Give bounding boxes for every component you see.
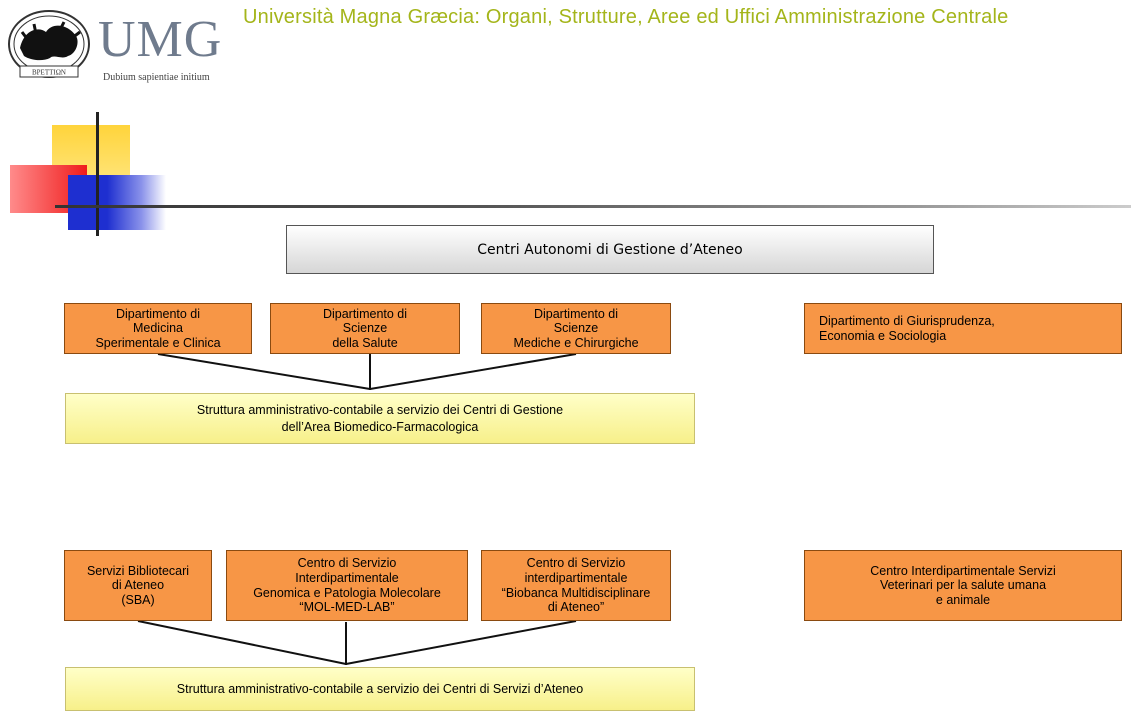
page-title: Università Magna Græcia: Organi, Struttu…: [243, 6, 1009, 28]
department-box: Dipartimento di Scienze Mediche e Chirur…: [481, 303, 671, 354]
service-center-label: Centro Interdipartimentale Servizi Veter…: [870, 563, 1056, 607]
connector-line: [345, 620, 577, 665]
service-center-box: Centro di Servizio interdipartimentale “…: [481, 550, 671, 621]
service-center-box: Centro di Servizio Interdipartimentale G…: [226, 550, 468, 621]
admin-structure-box-servizi: Struttura amministrativo-contabile a ser…: [65, 667, 695, 711]
decorative-horizontal-line: [55, 205, 1131, 208]
department-label: Dipartimento di Medicina Sperimentale e …: [95, 306, 221, 350]
service-center-label: Centro di Servizio interdipartimentale “…: [501, 556, 651, 615]
service-center-box-veterinari: Centro Interdipartimentale Servizi Veter…: [804, 550, 1122, 621]
decorative-blue-square: [68, 175, 166, 230]
connector-line: [157, 353, 371, 390]
service-center-box: Servizi Bibliotecari di Ateneo (SBA): [64, 550, 212, 621]
connector-line: [369, 353, 577, 390]
department-box: Dipartimento di Scienze della Salute: [270, 303, 460, 354]
admin-structure-label: Struttura amministrativo-contabile a ser…: [196, 403, 564, 434]
connector-line: [137, 620, 347, 665]
decorative-vertical-line: [96, 112, 99, 236]
admin-structure-label: Struttura amministrativo-contabile a ser…: [176, 681, 584, 696]
logo-wordmark: UMG: [98, 11, 223, 68]
admin-structure-box-biomedico: Struttura amministrativo-contabile a ser…: [65, 393, 695, 444]
department-label: Dipartimento di Scienze della Salute: [322, 306, 408, 350]
main-title-box: Centri Autonomi di Gestione d’Ateneo: [286, 225, 934, 274]
main-title: Centri Autonomi di Gestione d’Ateneo: [477, 241, 743, 258]
logo-motto: Dubium sapientiae initium: [103, 72, 210, 83]
department-label: Dipartimento di Giurisprudenza, Economia…: [819, 313, 995, 343]
svg-text:ΒΡΕΤΤΙΩΝ: ΒΡΕΤΤΙΩΝ: [32, 69, 66, 77]
department-box: Dipartimento di Medicina Sperimentale e …: [64, 303, 252, 354]
service-center-label: Centro di Servizio Interdipartimentale G…: [253, 556, 441, 615]
department-label: Dipartimento di Scienze Mediche e Chirur…: [513, 306, 639, 350]
service-center-label: Servizi Bibliotecari di Ateneo (SBA): [86, 563, 190, 607]
university-emblem-logo: ΒΡΕΤΤΙΩΝ: [8, 10, 90, 78]
department-box-giurisprudenza: Dipartimento di Giurisprudenza, Economia…: [804, 303, 1122, 354]
